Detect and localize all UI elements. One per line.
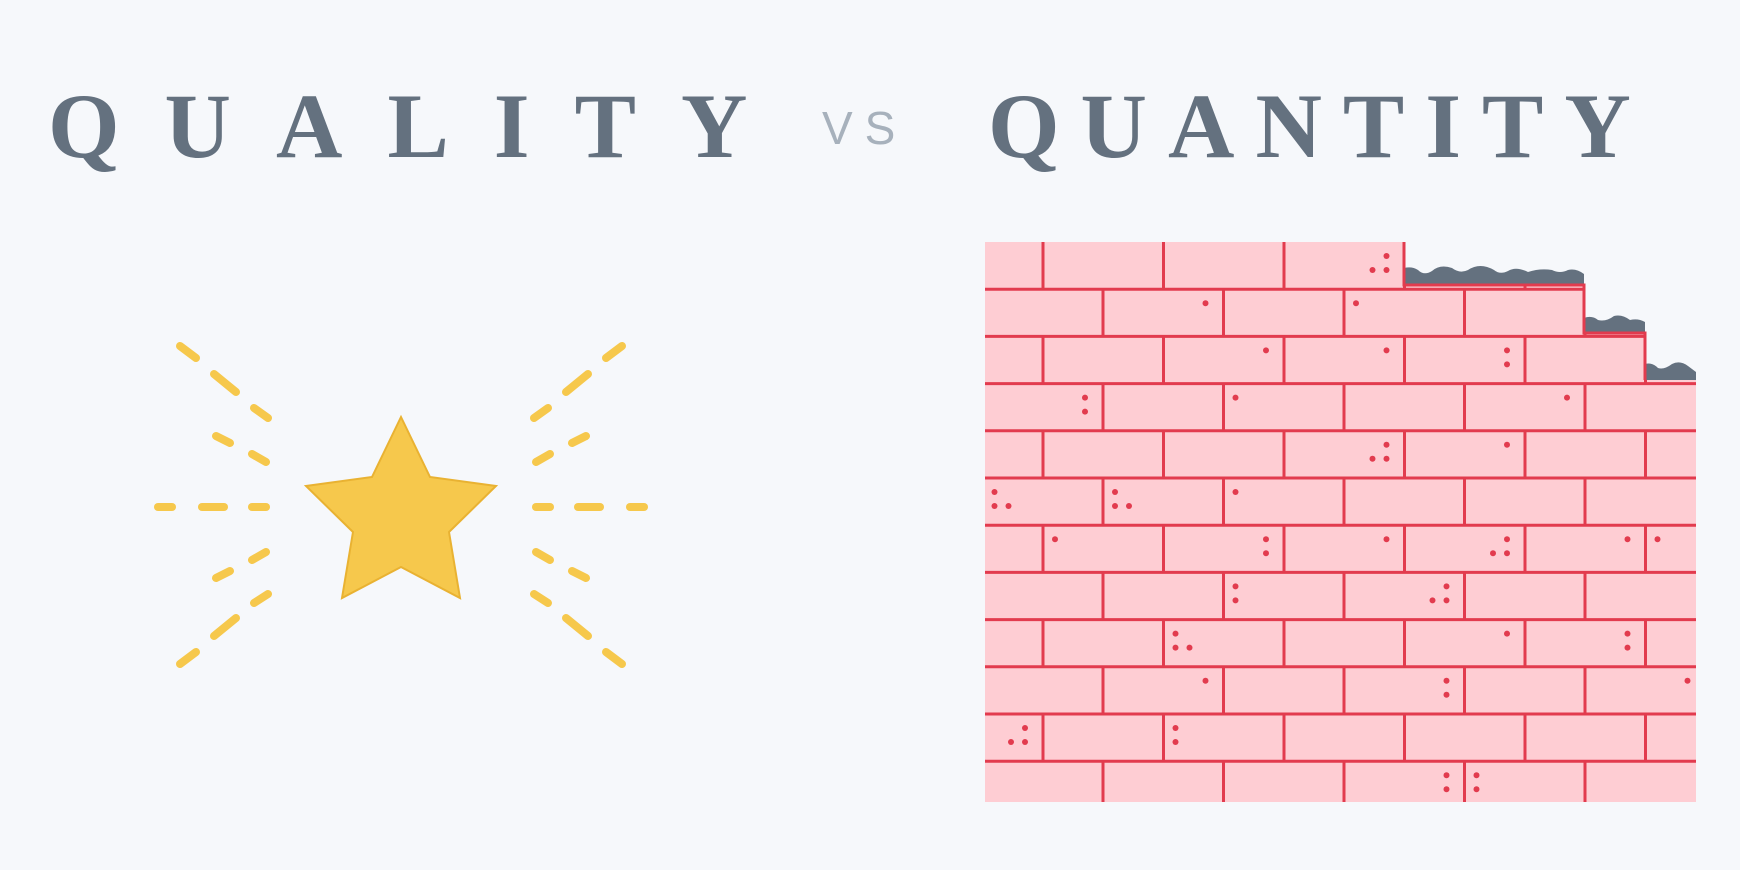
star-ray <box>562 370 592 396</box>
brick-speckle <box>1005 503 1012 509</box>
brick-speckle <box>1383 441 1390 448</box>
star-ray <box>532 548 554 564</box>
brick-speckle <box>1504 550 1510 557</box>
brick-speckle <box>1232 583 1239 590</box>
star-ray <box>532 450 554 466</box>
star-ray <box>568 432 590 447</box>
brick-speckle <box>1172 739 1179 745</box>
star-ray <box>248 450 270 466</box>
brick-speckle <box>1504 536 1510 543</box>
brick-speckle <box>1684 300 1691 307</box>
brick-speckle <box>1263 550 1269 557</box>
wall-rubble <box>1404 266 1696 380</box>
quantity-heading: QUANTITY <box>988 75 1652 177</box>
brick-speckle <box>1564 394 1570 401</box>
brick-speckle <box>1473 772 1480 779</box>
brick-speckle <box>1624 630 1631 637</box>
brick-speckle <box>991 489 998 495</box>
brick-speckle <box>1052 536 1058 543</box>
brick-speckle <box>1443 772 1450 779</box>
brick-speckle <box>1443 691 1450 698</box>
star-ray <box>530 404 552 422</box>
brick-speckle <box>1202 300 1209 307</box>
star-ray <box>250 590 272 607</box>
brick-speckle <box>1082 408 1088 415</box>
brick-speckle <box>1263 536 1269 543</box>
brick-speckle <box>1022 739 1028 745</box>
brick-speckle <box>1654 536 1661 543</box>
brick-speckle <box>1443 786 1450 793</box>
brick-speckle <box>1504 347 1510 354</box>
brick-speckle <box>1684 677 1691 684</box>
brick-speckle <box>1383 267 1390 273</box>
star-ray <box>210 370 240 396</box>
brick-speckle <box>1232 597 1239 604</box>
brick-speckle <box>1504 441 1510 448</box>
star-ray <box>562 614 592 640</box>
brick-speckle <box>991 503 998 509</box>
brick-speckle <box>1172 725 1179 731</box>
star-ray <box>602 342 626 362</box>
brick-speckle <box>1443 583 1450 590</box>
brick-speckle <box>1383 455 1390 462</box>
star-ray <box>602 648 626 668</box>
brick-speckle <box>1383 253 1390 259</box>
brick-speckle <box>1383 536 1390 543</box>
star-ray <box>248 548 270 564</box>
brick-speckle <box>1429 597 1436 604</box>
star-ray <box>530 590 552 607</box>
quality-heading: QUALITY <box>48 75 793 177</box>
brick-wall-icon <box>985 242 1696 802</box>
brick-speckle <box>1082 394 1088 401</box>
brick-speckle <box>1369 267 1376 273</box>
star-ray <box>212 567 234 582</box>
brick-speckle <box>1369 455 1376 462</box>
star-ray <box>212 432 234 447</box>
sparkling-star-icon <box>154 342 648 668</box>
brick-speckle <box>1112 503 1118 509</box>
vs-label: VS <box>822 102 908 154</box>
brick-speckle <box>1186 644 1193 651</box>
brick-speckle <box>1232 489 1239 495</box>
brick-speckle <box>1232 394 1239 401</box>
brick-speckle <box>1126 503 1132 509</box>
brick-speckle <box>1684 314 1691 321</box>
brick-speckle <box>1504 253 1510 259</box>
star-ray <box>176 342 200 362</box>
brick-speckle <box>1172 644 1179 651</box>
brick-speckle <box>1624 644 1631 651</box>
brick-speckle <box>1490 550 1496 557</box>
brick-speckle <box>1383 347 1390 354</box>
brick-speckle <box>1473 786 1480 793</box>
brick-speckle <box>1353 300 1359 307</box>
brick-speckle <box>1022 725 1028 731</box>
brick-speckle <box>1504 630 1510 637</box>
brick-speckle <box>1443 677 1450 684</box>
wall-top-outline <box>1402 242 1647 380</box>
brick-speckle <box>1624 536 1631 543</box>
brick-speckle <box>1172 630 1179 637</box>
brick-speckle <box>1112 489 1118 495</box>
brick-speckle <box>1534 253 1540 259</box>
brick-speckle <box>1443 597 1450 604</box>
star-ray <box>250 404 272 422</box>
star-ray <box>568 567 590 582</box>
brick-speckle <box>1008 739 1014 745</box>
brick-speckle <box>1504 361 1510 368</box>
brick-speckle <box>1263 347 1269 354</box>
brick-speckle <box>1202 677 1209 684</box>
star-shape <box>303 414 499 600</box>
star-ray <box>210 614 240 640</box>
star-ray <box>176 648 200 668</box>
